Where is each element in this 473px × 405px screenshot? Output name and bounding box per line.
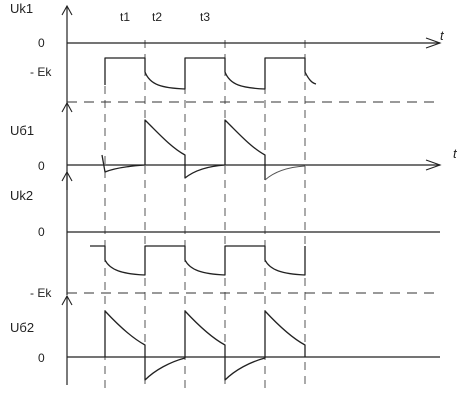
time-axis-arrow-icon (425, 159, 442, 171)
y-axis-arrow-icon (61, 101, 73, 113)
zero-label: 0 (38, 225, 45, 239)
signal-label-ub1: Uб1 (10, 123, 34, 138)
zero-label: 0 (38, 351, 45, 365)
y-axis-arrow-icon (61, 294, 73, 306)
time-axis-arrow-icon (425, 37, 442, 49)
time-marker-t2: t2 (152, 10, 162, 24)
signal-label-uk1: Uk1 (10, 1, 33, 16)
level-label-ek: - Ek (30, 65, 52, 79)
time-marker-t3: t3 (200, 10, 210, 24)
y-axis-arrow-icon (61, 4, 73, 16)
panel-ub2: Uб2 0 (10, 294, 440, 385)
level-label-ek: - Ek (30, 286, 52, 300)
signal-label-uk2: Uk2 (10, 188, 33, 203)
ub1-waveform (101, 119, 266, 180)
signal-label-ub2: Uб2 (10, 320, 34, 335)
time-axis-label: t (453, 146, 458, 161)
time-marker-t1: t1 (120, 10, 130, 24)
uk1-waveform (104, 57, 317, 90)
ub2-waveform (104, 310, 306, 381)
zero-label: 0 (38, 159, 45, 173)
panel-uk1: t Uk1 0 - Ek (10, 1, 445, 105)
time-axis-label: t (440, 28, 445, 43)
ub1-recovery-curve (264, 165, 306, 181)
panel-ub1: t Uб1 0 (10, 101, 458, 190)
uk2-waveform (90, 245, 306, 276)
zero-label: 0 (38, 36, 45, 50)
time-guides (104, 40, 306, 390)
y-axis-arrow-icon (61, 170, 73, 182)
panel-uk2: Uk2 0 - Ek (10, 170, 440, 300)
